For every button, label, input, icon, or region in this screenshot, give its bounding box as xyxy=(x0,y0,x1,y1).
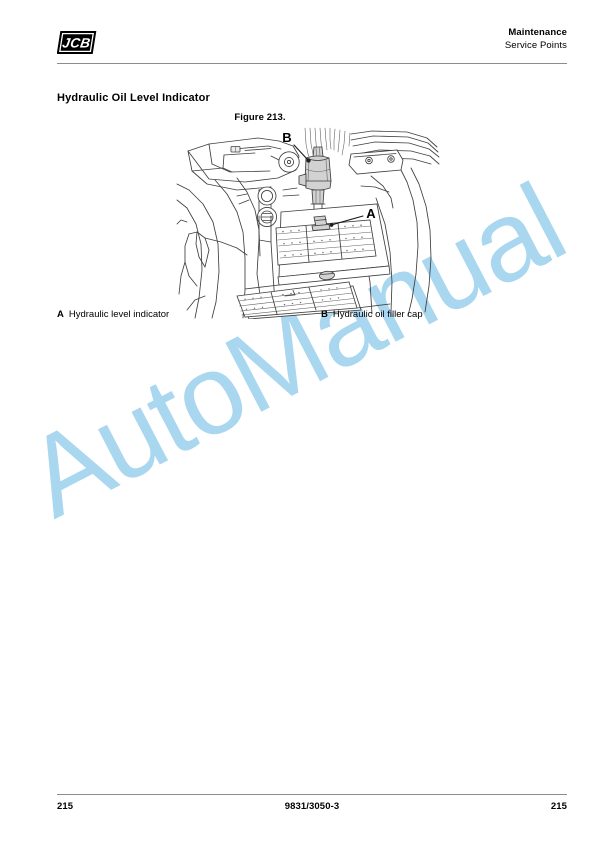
figure-caption: Figure 213. xyxy=(57,112,567,123)
footer-page-left: 215 xyxy=(57,801,74,812)
watermark: AutoManual xyxy=(0,160,612,600)
header-title: Maintenance xyxy=(508,27,567,38)
jcb-logo: JCB xyxy=(57,30,101,56)
page-title: Hydraulic Oil Level Indicator xyxy=(57,92,210,104)
page-footer: 215 9831/3050-3 215 xyxy=(57,801,567,817)
svg-text:A: A xyxy=(366,206,376,221)
page-header: JCB Maintenance Service Points xyxy=(57,26,567,66)
legend-item-a: A Hydraulic level indicator xyxy=(57,308,169,322)
figure-caption-text: Figure 213. xyxy=(234,112,286,123)
svg-text:JCB: JCB xyxy=(61,36,91,51)
header-divider xyxy=(57,63,567,64)
legend-label-a: Hydraulic level indicator xyxy=(68,309,170,320)
footer-divider xyxy=(57,794,567,795)
figure-legend: A Hydraulic level indicator B Hydraulic oi… xyxy=(57,308,567,324)
figure-illustration: .ln { fill:none; stroke:#3f3f3f; stroke-… xyxy=(175,124,440,319)
svg-text:B: B xyxy=(282,130,291,145)
header-titles: Maintenance Service Points xyxy=(505,26,567,53)
legend-key-b: B xyxy=(321,309,328,320)
footer-page-right: 215 xyxy=(550,801,567,812)
footer-publication: 9831/3050-3 xyxy=(284,801,340,812)
legend-label-b: Hydraulic oil filler cap xyxy=(332,309,423,320)
header-subtitle: Service Points xyxy=(504,40,567,51)
legend-item-b: B Hydraulic oil filler cap xyxy=(321,308,423,322)
legend-key-a: A xyxy=(57,309,64,320)
